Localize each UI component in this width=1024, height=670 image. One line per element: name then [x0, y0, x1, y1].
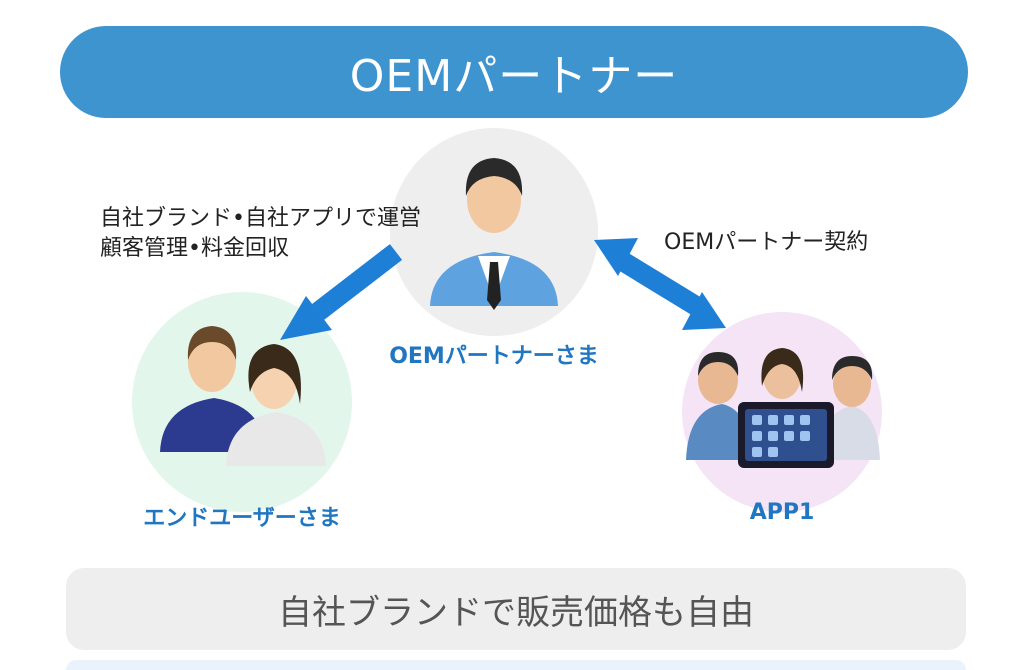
next-section-edge — [66, 660, 966, 670]
left-note-line2: 顧客管理•料金回収 — [100, 236, 289, 261]
app-users-tablet-icon — [686, 348, 880, 468]
arrow-to-end-user — [280, 244, 403, 340]
left-note-line1: 自社ブランド•自社アプリで運営 — [100, 206, 421, 231]
banner-title: OEMパートナー — [60, 26, 968, 118]
end-users-icon — [160, 326, 326, 466]
end-user-label: エンドユーザーさま — [143, 506, 341, 531]
businessman-icon — [430, 158, 558, 310]
arrow-partner-app-contract — [594, 238, 726, 330]
right-note-contract: OEMパートナー契約 — [664, 230, 869, 255]
partner-label: OEMパートナーさま — [389, 344, 599, 369]
footer-feature: 自社ブランドで販売価格も自由 — [66, 568, 966, 650]
app-label: APP1 — [749, 500, 815, 525]
